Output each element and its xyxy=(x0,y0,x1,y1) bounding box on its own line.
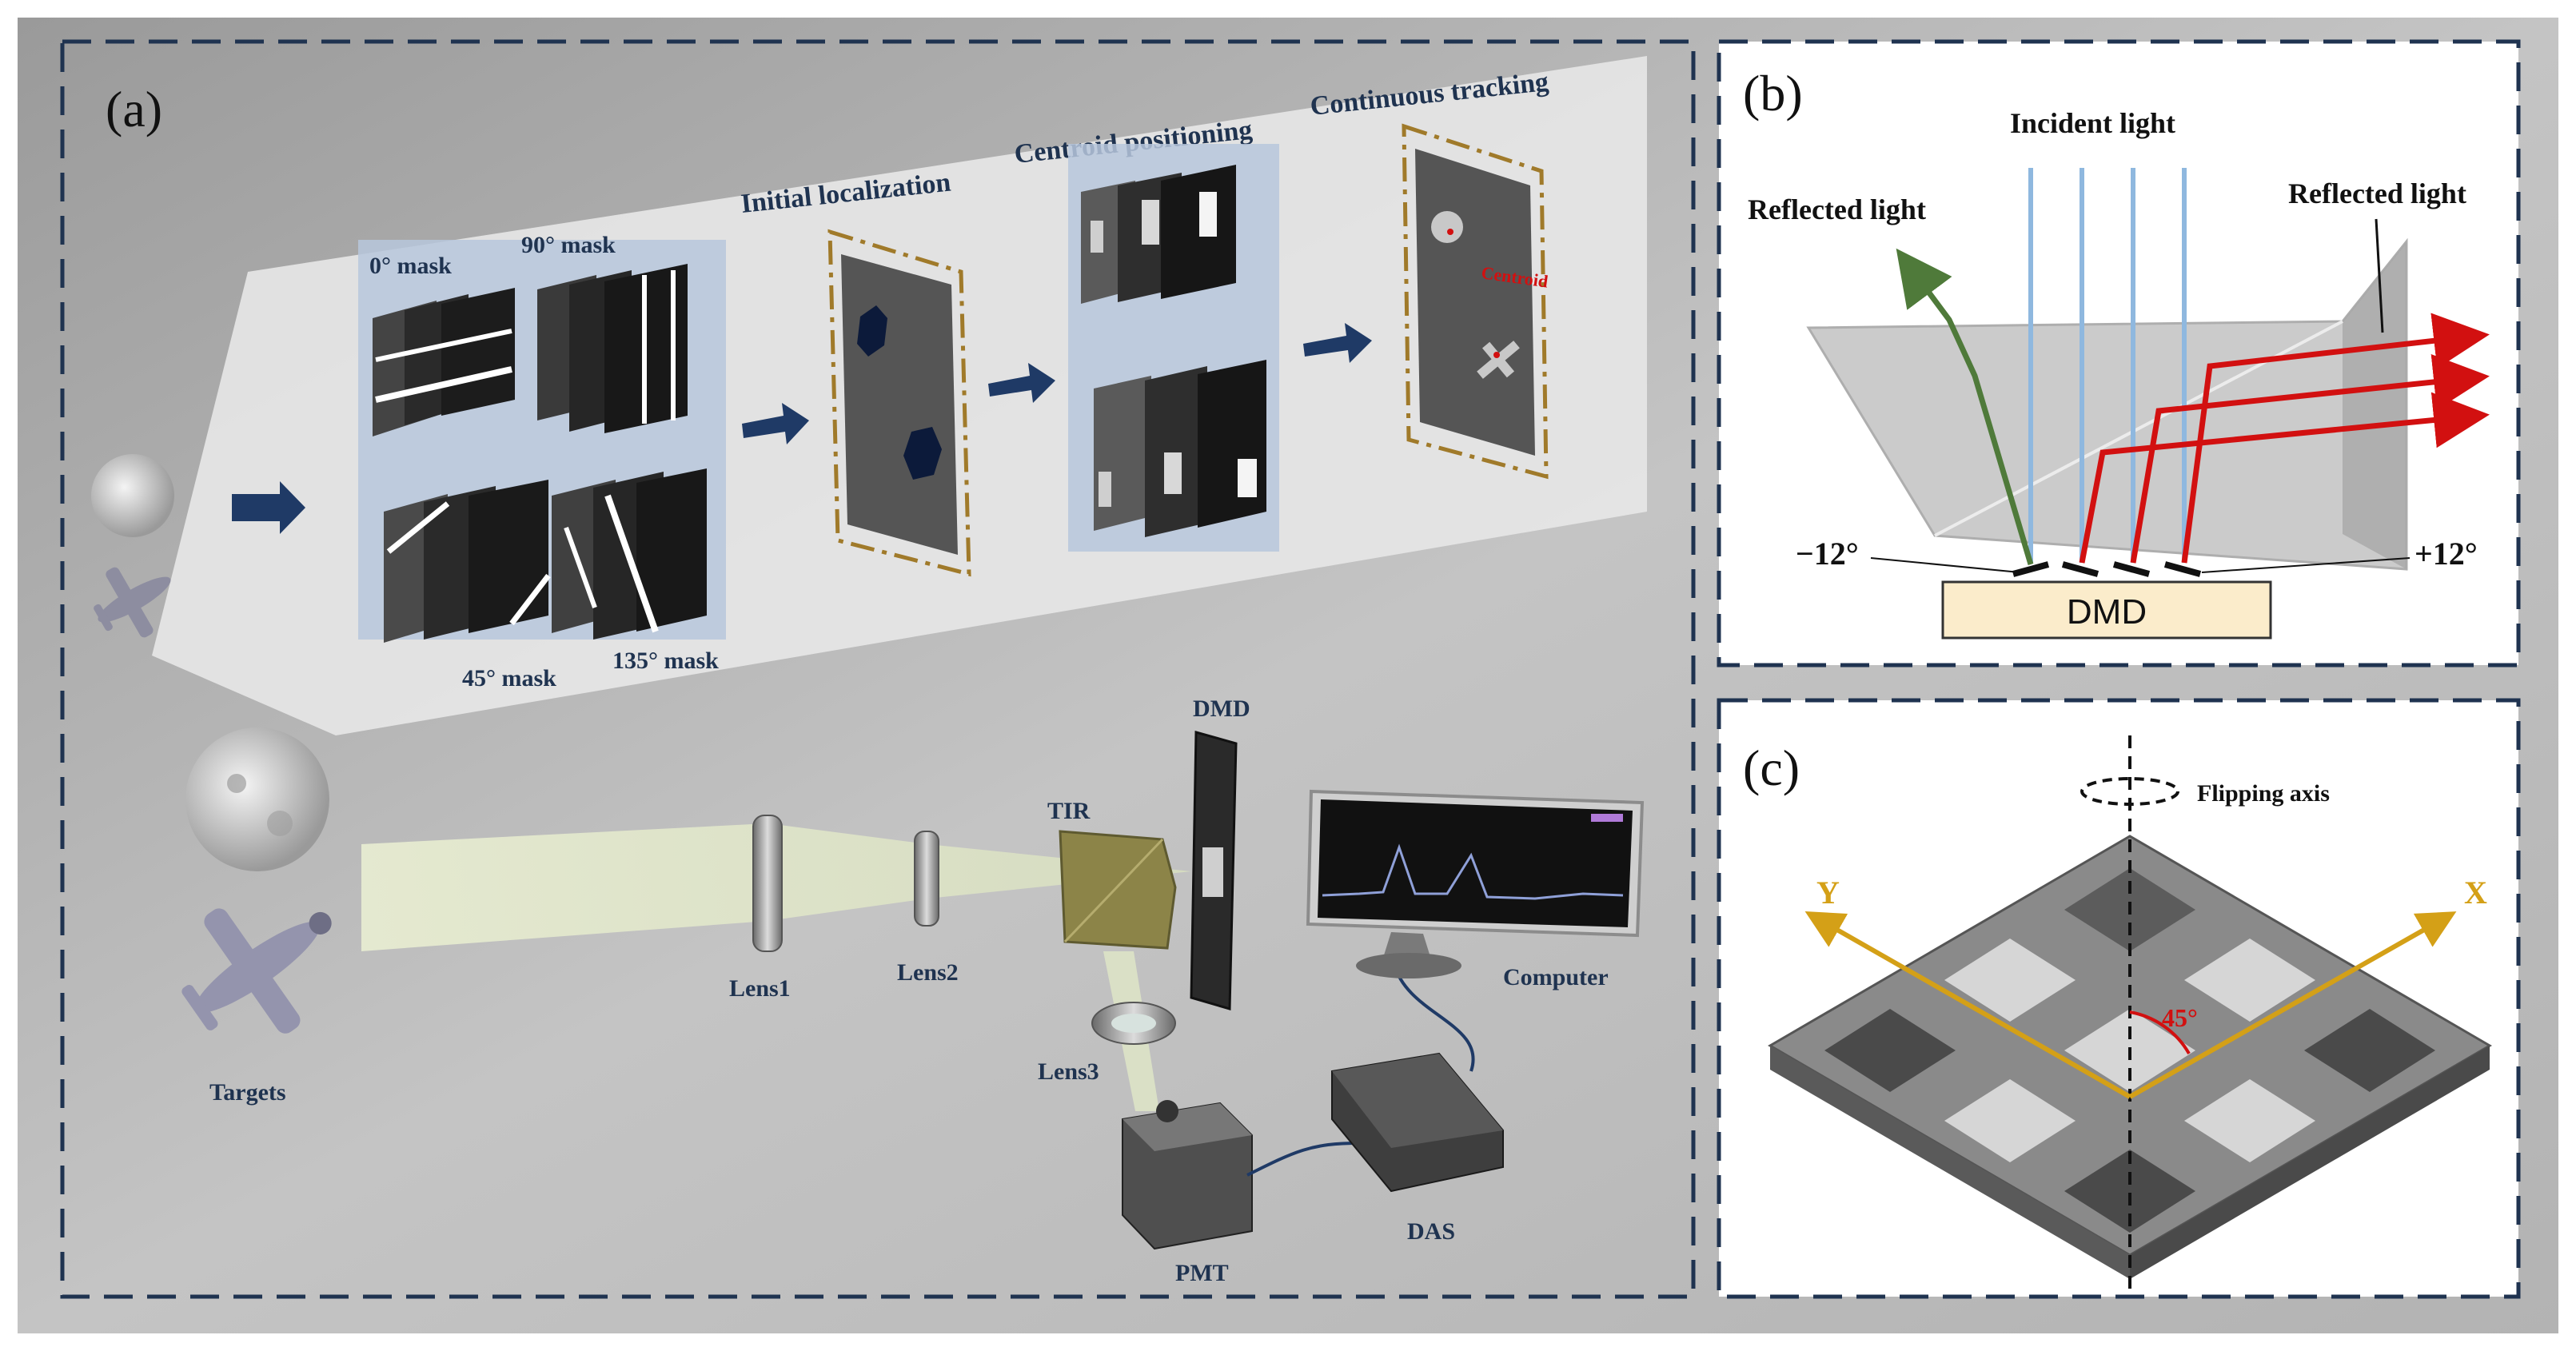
lens2 xyxy=(914,831,939,927)
computer-stand xyxy=(1356,953,1461,978)
arrow-to-masks xyxy=(232,481,305,534)
arrow-to-centroid xyxy=(988,363,1055,403)
flipping-axis-label: Flipping axis xyxy=(2197,780,2330,807)
angle-neg-label: −12° xyxy=(1796,536,1859,572)
arrow-to-tracking xyxy=(1303,323,1372,363)
c-substrate-left-side xyxy=(1770,1046,2130,1279)
reflected-ray-green xyxy=(1896,248,2034,565)
mask-90-label: 90° mask xyxy=(521,232,616,258)
reflected-light-right-label: Reflected light xyxy=(2288,177,2466,209)
initial-blob-2 xyxy=(903,427,942,480)
mirror-tiles xyxy=(1824,868,2435,1233)
dmd-chip xyxy=(1202,847,1223,897)
panel-b: (b) Incident light Reflected light Refle… xyxy=(1717,39,2521,668)
pmt-label: PMT xyxy=(1175,1260,1229,1286)
centroid-stack-top xyxy=(1081,165,1236,304)
reflected-ray-red-1 xyxy=(2079,392,2490,564)
x-axis xyxy=(2128,911,2457,1099)
centroid-stack-bottom xyxy=(1094,360,1266,537)
mask-135-stack xyxy=(552,468,707,640)
dmd-box-label: DMD xyxy=(2067,592,2147,632)
computer-label: Computer xyxy=(1503,964,1609,990)
x-axis-label: X xyxy=(2464,875,2487,911)
y-axis-label: Y xyxy=(1816,875,1840,911)
pmt-port xyxy=(1156,1100,1178,1122)
initial-image xyxy=(841,254,958,555)
y-axis xyxy=(1804,911,2131,1099)
target-plane-icon xyxy=(181,908,332,1034)
tracking-centroid-dot-1 xyxy=(1447,229,1453,235)
dmd-box xyxy=(1941,580,2272,640)
tracking-plane-icon xyxy=(1477,341,1520,379)
panel-b-tag: (b) xyxy=(1743,65,1803,122)
angle-pos-label: +12° xyxy=(2415,536,2478,572)
mask-0-stack xyxy=(373,288,515,436)
mask-45-stack xyxy=(384,480,551,643)
lens2-label: Lens2 xyxy=(897,959,959,986)
lens3-label: Lens3 xyxy=(1038,1058,1099,1085)
targets-label: Targets xyxy=(209,1079,286,1106)
target-moon-icon xyxy=(185,727,329,871)
panel-c-tag: (c) xyxy=(1743,739,1800,796)
initial-blob-1 xyxy=(857,305,887,357)
micromirrors xyxy=(2012,561,2202,577)
lens1-label: Lens1 xyxy=(729,975,791,1002)
angle-arc xyxy=(2129,1010,2191,1054)
mask-135-label: 135° mask xyxy=(612,648,719,674)
das-label: DAS xyxy=(1407,1218,1455,1245)
incident-light-label: Incident light xyxy=(2010,107,2175,139)
pmt-das-cable xyxy=(1246,1142,1360,1177)
panel-c: (c) Flipping axis X Y 45° xyxy=(1717,698,2521,1299)
panel-a-frame xyxy=(60,39,1696,1299)
small-moon-icon xyxy=(91,454,174,537)
c-substrate-right-side xyxy=(2130,1046,2490,1279)
reflected-right-leader xyxy=(2375,218,2384,333)
tir-prism xyxy=(1059,830,1177,950)
small-plane-icon xyxy=(94,567,171,638)
mask-45-label: 45° mask xyxy=(462,665,556,691)
dmd-label: DMD xyxy=(1193,695,1250,722)
mask-90-stack xyxy=(537,264,688,433)
reflected-ray-red-3 xyxy=(2181,313,2490,564)
tir-label: TIR xyxy=(1047,798,1091,824)
tracking-frame xyxy=(1402,123,1549,480)
arrow-to-initial xyxy=(742,403,809,444)
angle-45-label: 45° xyxy=(2162,1003,2198,1032)
lens1 xyxy=(752,815,783,952)
mask-0-label: 0° mask xyxy=(369,253,452,279)
panel-a: (a) 0° mask 90° mask 45° mask 135° mask xyxy=(60,39,1696,1299)
initial-frame xyxy=(827,229,971,577)
tracking-centroid-dot-2 xyxy=(1493,352,1500,358)
reflected-light-left-label: Reflected light xyxy=(1748,193,1926,225)
computer-signal-trace xyxy=(1322,843,1624,900)
reflected-ray-red-2 xyxy=(2130,354,2490,564)
tracking-moon-icon xyxy=(1431,211,1463,243)
tracking-image xyxy=(1415,149,1535,456)
computer-das-cable xyxy=(1393,963,1475,1072)
panel-a-tag: (a) xyxy=(106,81,162,137)
